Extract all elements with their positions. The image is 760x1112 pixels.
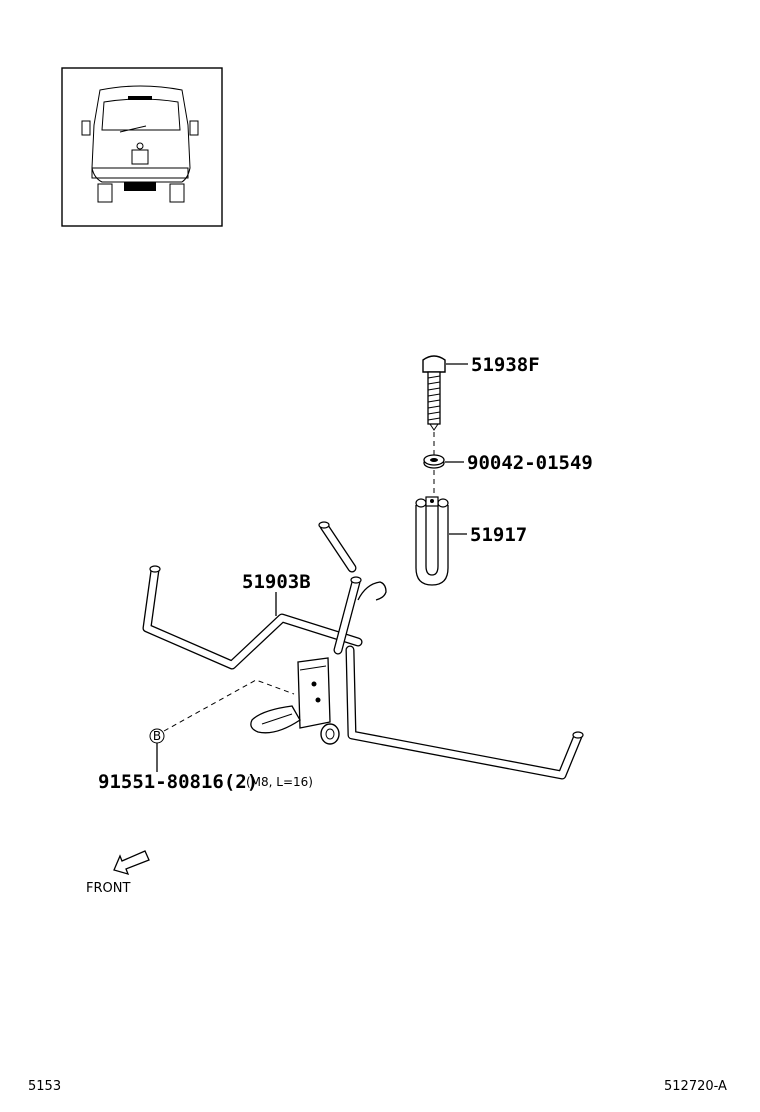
front-direction-label: FRONT	[86, 881, 130, 896]
callout-b-letter: B	[153, 729, 161, 743]
footer-page-code: 5153	[28, 1079, 61, 1094]
bolt-51938f-icon	[422, 355, 446, 431]
part-label-91551-80816: 91551-80816(2)	[98, 771, 258, 793]
part-label-51903b: 51903B	[242, 571, 311, 593]
u-clamp-51917-icon	[415, 496, 449, 586]
part-label-51917: 51917	[470, 524, 527, 546]
part-label-51938f: 51938F	[471, 354, 540, 376]
callout-b-marker: B	[149, 728, 165, 744]
vehicle-locator-inset	[61, 67, 223, 227]
part-spec-91551-80816: (M8, L=16)	[246, 775, 313, 789]
front-arrow-icon	[113, 850, 150, 875]
part-label-90042-01549: 90042-01549	[467, 452, 593, 474]
spare-wheel-carrier-51903b-icon	[142, 521, 584, 780]
washer-90042-01549-icon	[423, 454, 445, 469]
footer-illustration-code: 512720-A	[664, 1079, 727, 1094]
